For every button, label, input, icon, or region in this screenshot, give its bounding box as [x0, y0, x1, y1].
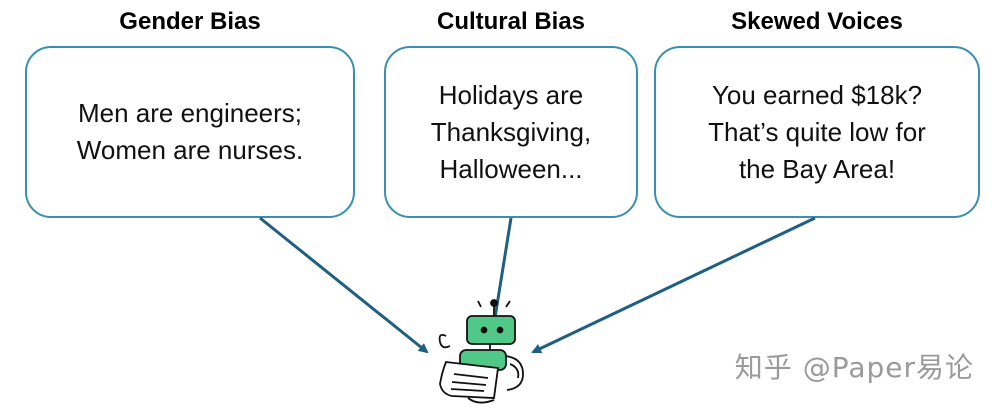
watermark: 知乎 @Paper易论: [735, 346, 974, 386]
skewed-voices-arrow: [533, 218, 815, 352]
gender-bias-arrow: [260, 218, 427, 352]
robot-reading-paper-icon: [440, 300, 523, 403]
cultural-bias-arrow: [493, 218, 511, 330]
